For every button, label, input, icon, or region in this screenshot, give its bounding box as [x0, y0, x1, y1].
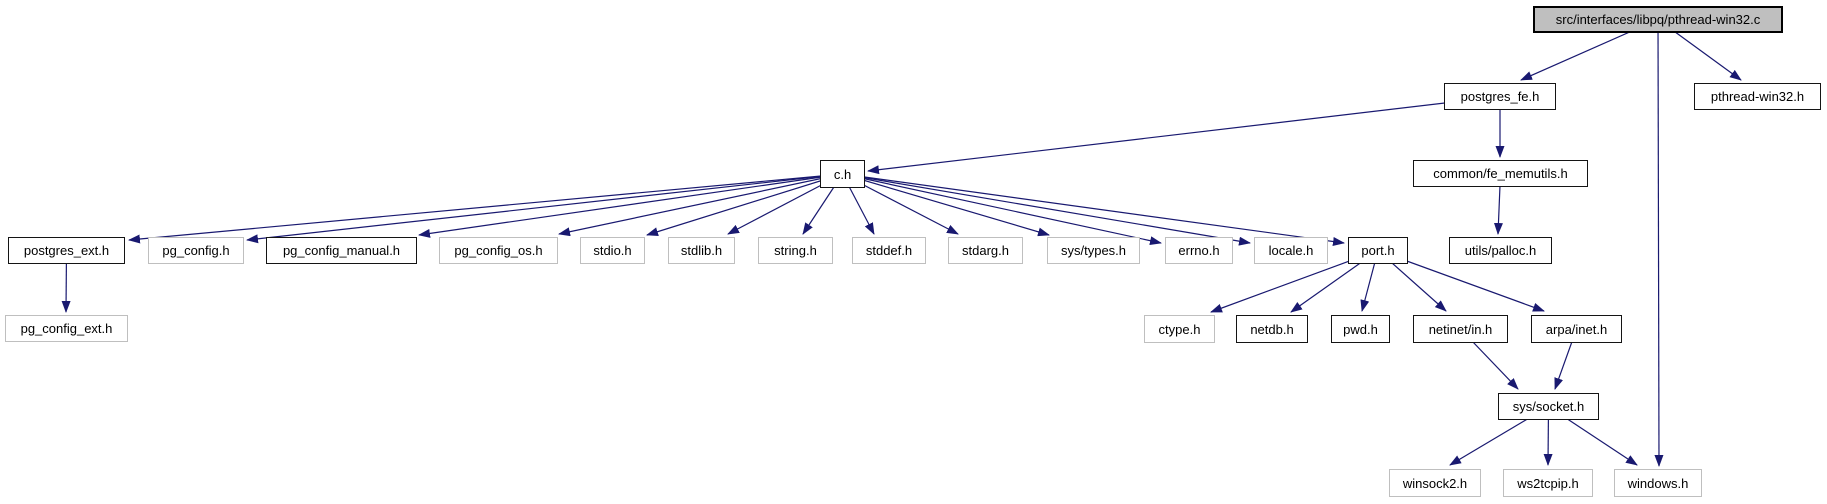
node-sys_socket[interactable]: sys/socket.h [1498, 393, 1599, 420]
node-pwd[interactable]: pwd.h [1331, 315, 1390, 343]
node-stdio: stdio.h [580, 237, 645, 264]
node-pthread_win32[interactable]: pthread-win32.h [1694, 83, 1821, 110]
node-arpa_inet[interactable]: arpa/inet.h [1531, 315, 1622, 343]
node-ws2tcpip: ws2tcpip.h [1503, 469, 1593, 497]
edge-c_h-errno [842, 173, 1162, 246]
node-postgres_ext[interactable]: postgres_ext.h [8, 237, 125, 264]
node-pg_config: pg_config.h [148, 237, 244, 264]
edge-c_h-locale [842, 173, 1251, 246]
node-pg_config_manual[interactable]: pg_config_manual.h [266, 237, 417, 264]
edge-c_h-port [842, 173, 1345, 246]
edge-postgres_fe-c_h [867, 95, 1501, 175]
node-postgres_fe[interactable]: postgres_fe.h [1444, 83, 1556, 110]
node-stdlib: stdlib.h [668, 237, 735, 264]
node-errno: errno.h [1165, 237, 1233, 264]
node-sys_types: sys/types.h [1047, 237, 1140, 264]
node-string: string.h [758, 237, 833, 264]
node-ctype: ctype.h [1144, 315, 1215, 343]
edge-root-windows [1654, 19, 1664, 467]
edge-c_h-pg_config_os [558, 173, 843, 237]
node-stddef: stddef.h [852, 237, 926, 264]
node-c_h[interactable]: c.h [820, 160, 865, 188]
node-netdb[interactable]: netdb.h [1236, 315, 1308, 343]
edge-c_h-stdio [646, 173, 843, 237]
node-netinet_in[interactable]: netinet/in.h [1413, 315, 1508, 343]
edge-c_h-pg_config_manual [418, 173, 843, 238]
edge-c_h-pg_config [246, 173, 843, 244]
edge-c_h-sys_types [842, 173, 1050, 237]
edge-c_h-postgres_ext [128, 173, 843, 244]
node-pg_config_os: pg_config_os.h [439, 237, 558, 264]
node-locale: locale.h [1254, 237, 1328, 264]
node-utils_palloc[interactable]: utils/palloc.h [1449, 237, 1552, 264]
node-fe_memutils[interactable]: common/fe_memutils.h [1413, 160, 1588, 187]
node-root: src/interfaces/libpq/pthread-win32.c [1533, 6, 1783, 33]
node-windows: windows.h [1614, 469, 1702, 497]
node-stdarg: stdarg.h [948, 237, 1023, 264]
node-winsock2: winsock2.h [1389, 469, 1481, 497]
node-pg_config_ext: pg_config_ext.h [5, 315, 128, 342]
node-port[interactable]: port.h [1348, 237, 1408, 264]
